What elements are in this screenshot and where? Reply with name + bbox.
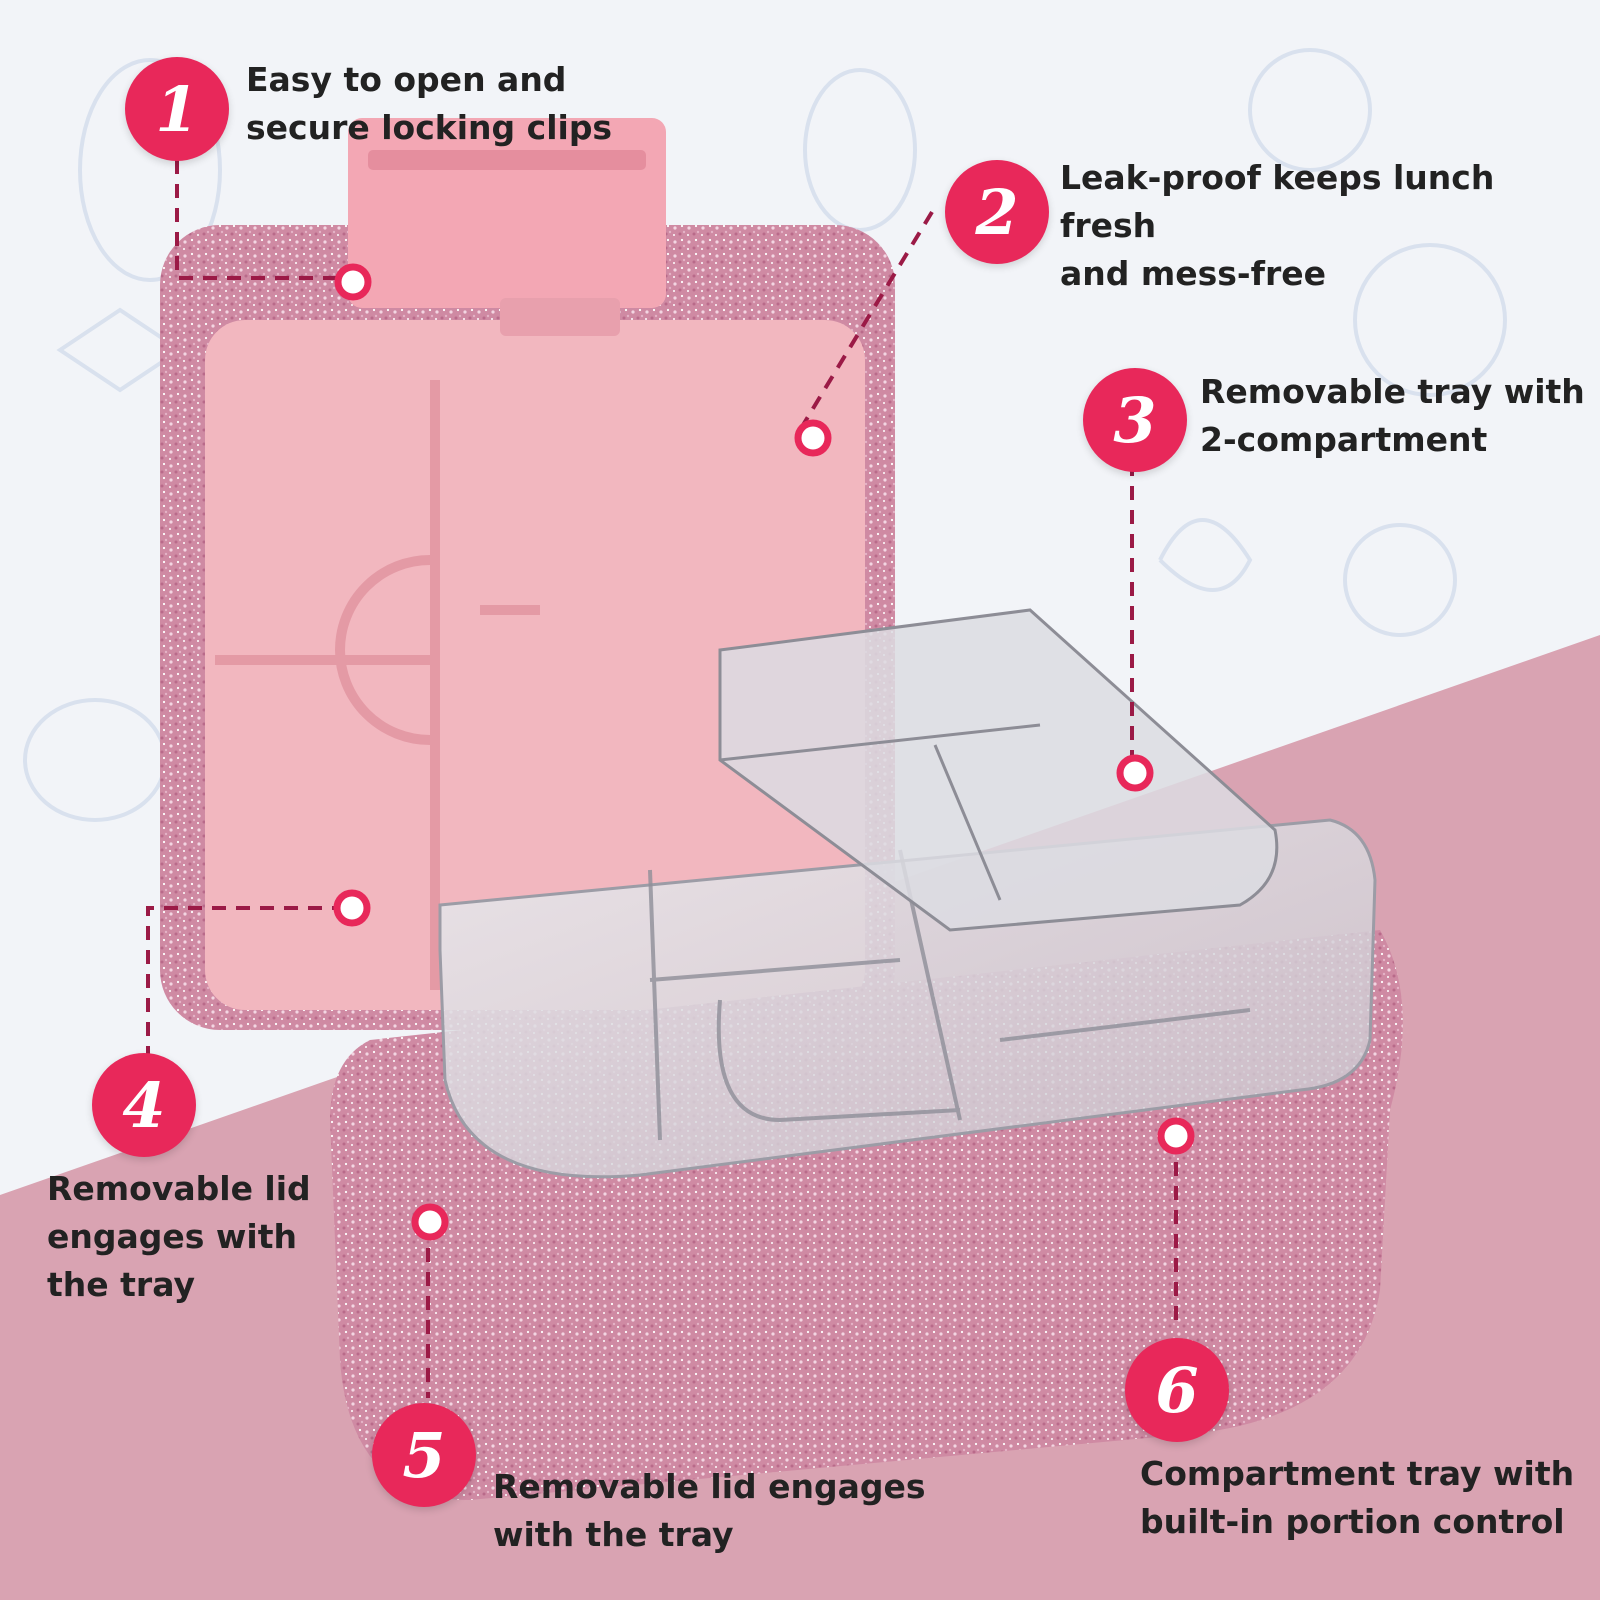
callout-4-text: Removable lid engages with the tray bbox=[47, 1169, 311, 1304]
removable-compartment bbox=[718, 608, 1279, 932]
callout-6-text: Compartment tray with built-in portion c… bbox=[1140, 1454, 1575, 1541]
connector-dots bbox=[333, 263, 1195, 1241]
callout-2-text: Leak-proof keeps lunch fresh and mess-fr… bbox=[1060, 158, 1495, 293]
callout-6-badge: 6 bbox=[1125, 1338, 1229, 1442]
callout-3-badge: 3 bbox=[1083, 368, 1187, 472]
callout-5-text: Removable lid engages with the tray bbox=[493, 1467, 926, 1554]
callout-1-badge: 1 bbox=[125, 57, 229, 161]
callout-4-badge: 4 bbox=[92, 1053, 196, 1157]
lid-inner bbox=[205, 320, 865, 1010]
lid-dividers bbox=[215, 380, 540, 990]
connector-lines bbox=[146, 160, 1178, 1398]
callout-1-text: Easy to open and secure locking clips bbox=[246, 60, 613, 147]
callout-5-badge: 5 bbox=[372, 1403, 476, 1507]
callout-2-badge: 2 bbox=[945, 160, 1049, 264]
callout-3-text: Removable tray with 2-compartment bbox=[1200, 372, 1585, 459]
